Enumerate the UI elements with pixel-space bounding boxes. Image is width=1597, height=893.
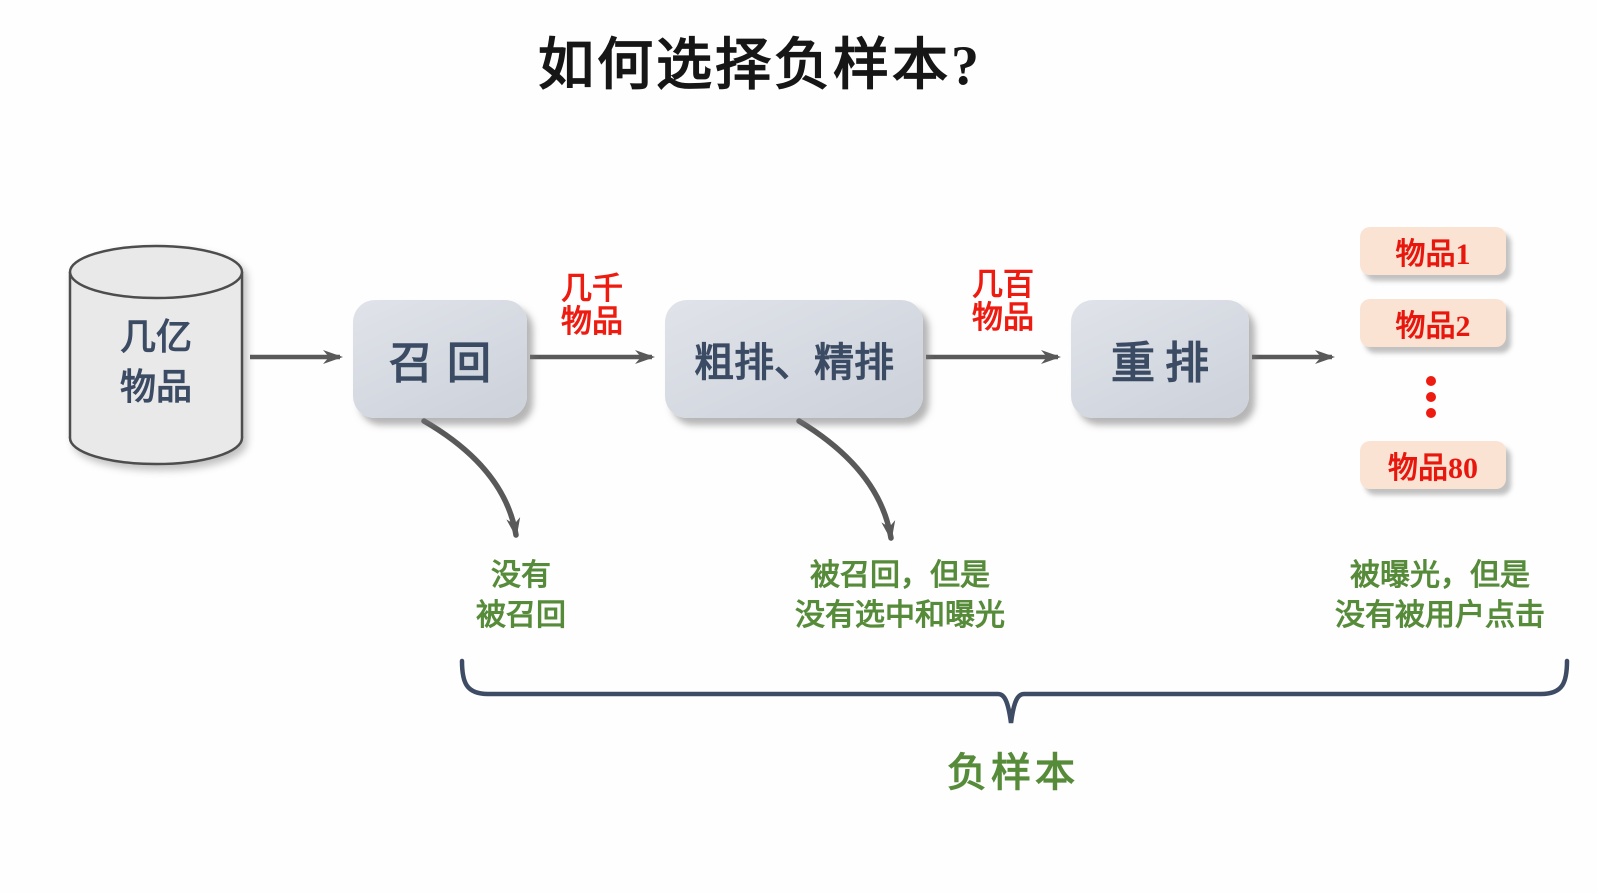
annotation-recalled-not-exposed-line2: 没有选中和曝光 [795, 599, 1005, 632]
result-item-80-box: 物品80 [1360, 441, 1506, 489]
curved-arrow-ranking-dropout [796, 418, 896, 541]
stage-ranking-label: 粗排、精排 [694, 340, 894, 385]
edge-label-thousands-line2: 物品 [561, 304, 623, 339]
items-database-label: 几亿 物品 [70, 312, 242, 412]
result-item-1-box: 物品1 [1360, 227, 1506, 275]
stage-rerank-box: 重排 [1071, 300, 1249, 418]
stage-recall-label: 召回 [389, 339, 505, 388]
annotation-recalled-not-exposed-line1: 被召回，但是 [810, 559, 990, 592]
annotation-not-recalled: 没有 被召回 [421, 556, 621, 636]
diagram-title: 如何选择负样本? [538, 35, 982, 97]
edge-label-thousands-line1: 几千 [561, 271, 623, 306]
annotation-recalled-not-exposed: 被召回，但是 没有选中和曝光 [750, 556, 1050, 636]
result-item-2-box: 物品2 [1360, 299, 1506, 347]
stage-rerank-label: 重排 [1111, 339, 1219, 388]
ellipsis-dots-icon [1426, 376, 1436, 418]
stage-recall-box: 召回 [353, 300, 527, 418]
edge-label-hundreds-line2: 物品 [972, 300, 1034, 335]
edge-label-hundreds-line1: 几百 [972, 267, 1034, 302]
negative-samples-brace [459, 658, 1570, 724]
items-database-cylinder [68, 244, 244, 466]
edge-label-thousands-of-items: 几千 物品 [512, 272, 672, 338]
annotation-not-recalled-line2: 被召回 [476, 599, 566, 632]
annotation-exposed-not-clicked-line1: 被曝光，但是 [1350, 559, 1530, 592]
result-item-2-label: 物品2 [1395, 310, 1471, 343]
result-item-1-label: 物品1 [1395, 238, 1471, 271]
negative-samples-label: 负样本 [947, 750, 1079, 795]
stage-ranking-box: 粗排、精排 [665, 300, 923, 418]
annotation-exposed-not-clicked: 被曝光，但是 没有被用户点击 [1290, 556, 1590, 636]
items-database-label-line1: 几亿 [119, 317, 192, 357]
annotation-not-recalled-line1: 没有 [491, 559, 551, 592]
curved-arrow-recall-dropout [421, 418, 521, 538]
edge-label-hundreds-of-items: 几百 物品 [923, 268, 1083, 334]
result-item-80-label: 物品80 [1388, 452, 1478, 485]
annotation-exposed-not-clicked-line2: 没有被用户点击 [1335, 599, 1545, 632]
items-database-label-line2: 物品 [119, 367, 192, 407]
